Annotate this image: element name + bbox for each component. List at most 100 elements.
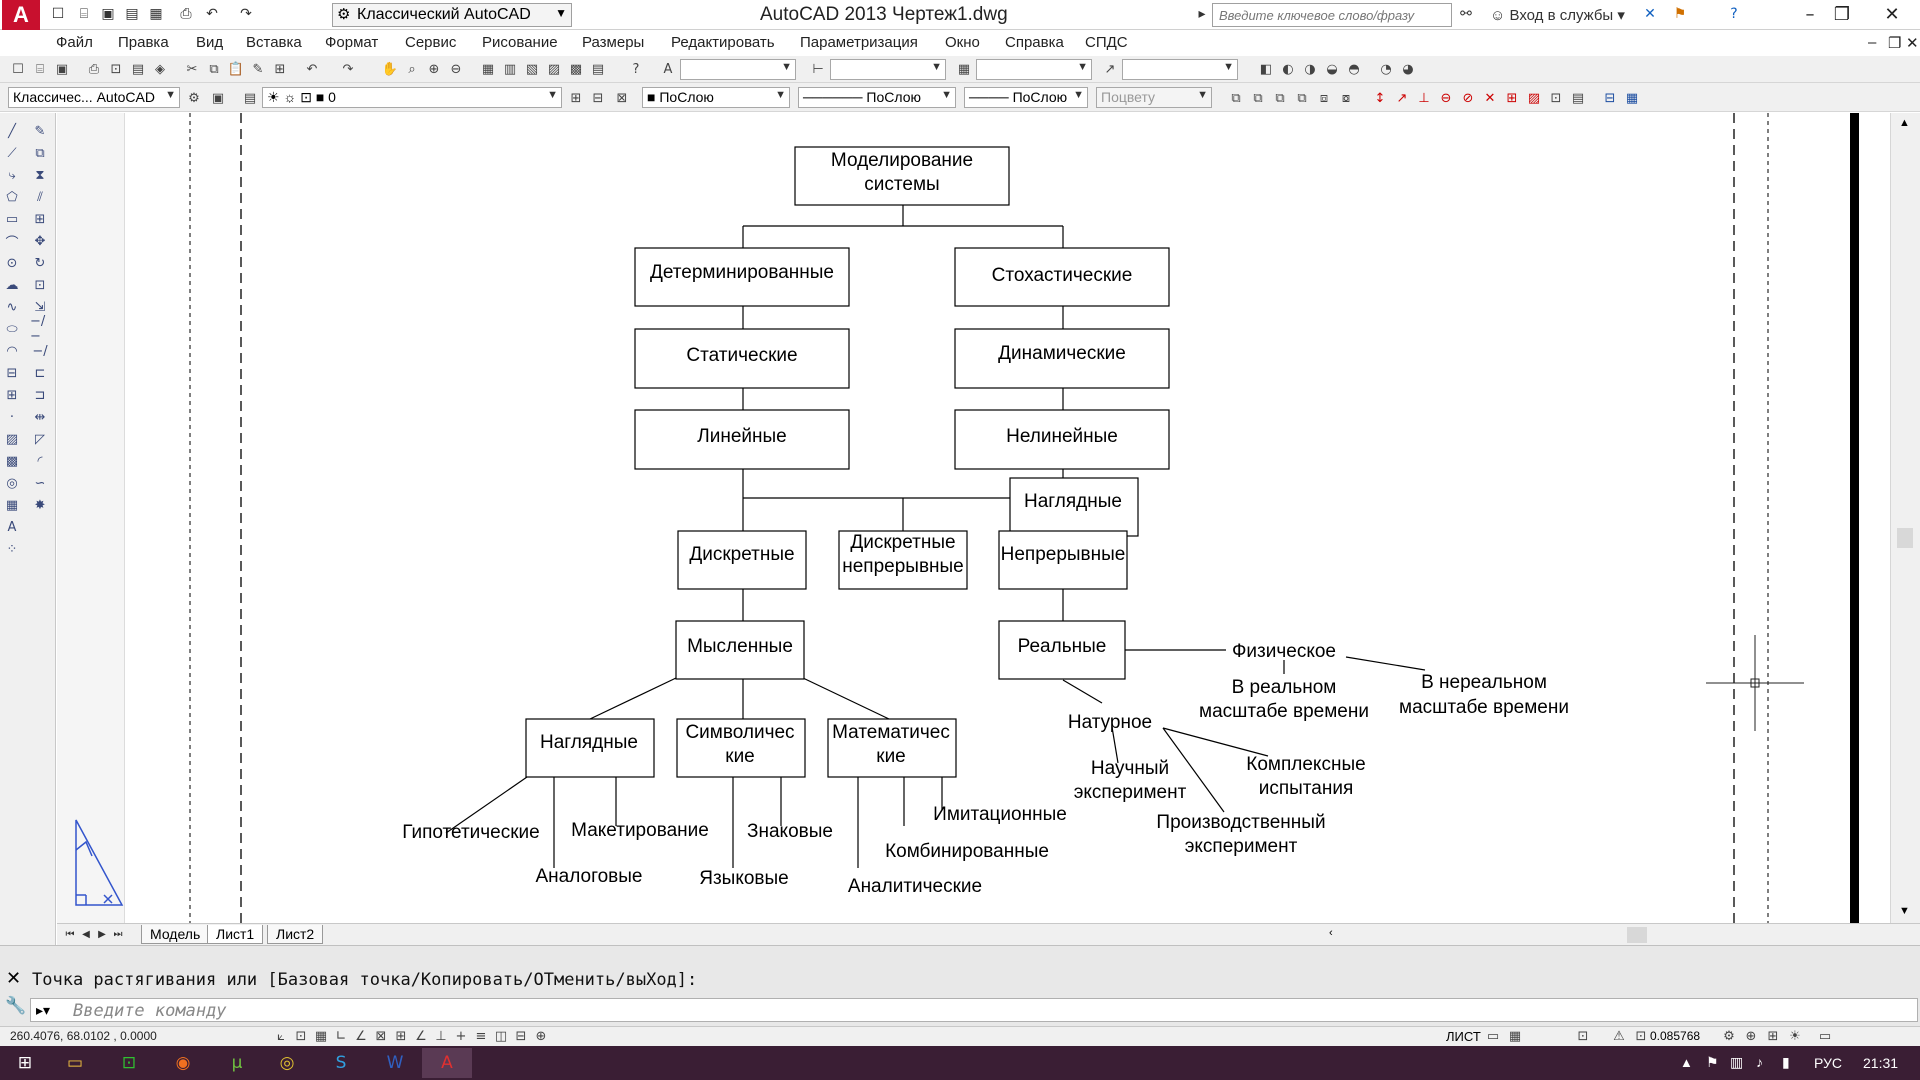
close-command-icon[interactable]: ✕ <box>6 968 22 989</box>
layer-properties-icon[interactable]: ▤ <box>243 90 257 106</box>
node-box-root[interactable] <box>794 146 1010 206</box>
workspace-settings-icon[interactable]: ⚙ <box>188 90 200 106</box>
toolbar-lock-icon[interactable]: ⊕ <box>1745 1028 1757 1044</box>
prev-tab-icon[interactable]: ◀ <box>82 928 90 940</box>
node-box-stoch[interactable] <box>954 247 1170 307</box>
battery-icon[interactable]: ▮ <box>1782 1054 1790 1070</box>
help-icon[interactable]: ? <box>632 61 640 77</box>
language-indicator[interactable]: РУС <box>1814 1055 1843 1071</box>
break-icon[interactable]: ⊐ <box>34 387 46 403</box>
node-box-visual[interactable] <box>525 718 655 778</box>
spds-tool-1-icon[interactable]: ↕ <box>1374 90 1386 106</box>
clean-screen-icon[interactable]: ▭ <box>1818 1028 1832 1044</box>
block-editor-icon[interactable]: ⊞ <box>274 61 286 77</box>
last-tab-icon[interactable]: ⏭ <box>113 928 123 940</box>
scroll-left-icon[interactable]: ‹ <box>1329 927 1333 939</box>
save-icon[interactable]: ▣ <box>55 61 69 77</box>
network-icon[interactable]: ▥ <box>1730 1054 1744 1070</box>
menu-format[interactable]: Формат <box>325 34 379 51</box>
object-snap-icon[interactable]: ⊠ <box>375 1028 387 1044</box>
chamfer-icon[interactable]: ◸ <box>35 431 45 447</box>
color-select[interactable]: ■ ПоСлою▼ <box>642 87 790 108</box>
table-style-select[interactable]: ▼ <box>976 59 1092 80</box>
gradient-icon[interactable]: ▩ <box>5 453 19 469</box>
layer-state-icon[interactable]: ⊠ <box>616 90 628 106</box>
draw-order-back-icon[interactable]: ⧉ <box>1253 90 1263 106</box>
rectangle-icon[interactable]: ▭ <box>5 211 19 227</box>
node-box-symbolic[interactable] <box>676 718 806 778</box>
properties-icon[interactable]: ▦ <box>481 61 495 77</box>
exchange-icon[interactable]: ✕ <box>1644 6 1656 22</box>
scale-icon[interactable]: ⊡ <box>34 277 46 293</box>
erase-icon[interactable]: ✎ <box>34 123 46 139</box>
transparency-icon[interactable]: ◫ <box>494 1028 508 1044</box>
calculator-icon[interactable]: ▤ <box>591 61 605 77</box>
ellipse-icon[interactable]: ⬭ <box>6 321 18 337</box>
insert-block-icon[interactable]: ⊟ <box>6 365 18 381</box>
redo-icon[interactable]: ↷ <box>342 61 354 77</box>
restore-button[interactable]: ❐ <box>1833 3 1851 25</box>
add-selected-icon[interactable]: ⁘ <box>6 541 18 557</box>
spds-tool-11-icon[interactable]: ⊟ <box>1604 90 1616 106</box>
open-icon[interactable]: ⌸ <box>36 61 44 77</box>
copy-object-icon[interactable]: ⧉ <box>35 145 45 161</box>
construction-line-icon[interactable]: ⟋ <box>7 145 17 161</box>
flag-icon[interactable]: ⚑ <box>1706 1054 1719 1070</box>
mleader-style-select[interactable]: ▼ <box>1122 59 1238 80</box>
visual-style-4-icon[interactable]: ◒ <box>1326 61 1338 77</box>
quick-view-layouts-icon[interactable]: ▭ <box>1486 1028 1500 1044</box>
draw-order-above-icon[interactable]: ⧉ <box>1275 90 1285 106</box>
menu-tools[interactable]: Сервис <box>405 34 457 51</box>
layer-select[interactable]: ☀ ☼ ⊡ ■ 0▼ <box>262 87 562 108</box>
move-icon[interactable]: ✥ <box>34 233 46 249</box>
node-box-mental[interactable] <box>675 620 805 680</box>
join-icon[interactable]: ⇹ <box>34 409 46 425</box>
offset-icon[interactable]: ⫽ <box>37 189 43 205</box>
cut-icon[interactable]: ✂ <box>186 61 198 77</box>
workspace-select[interactable]: ⚙ Классический AutoCAD ▼ <box>332 3 572 27</box>
spds-tool-8-icon[interactable]: ▨ <box>1527 90 1541 106</box>
doc-minimize-button[interactable]: – <box>1868 34 1877 51</box>
search-input[interactable]: Введите ключевое слово/фразу <box>1212 3 1452 27</box>
otrack-icon[interactable]: ∠ <box>415 1028 427 1044</box>
paste-icon[interactable]: 📋 <box>227 61 245 77</box>
quick-view-drawings-icon[interactable]: ▦ <box>1508 1028 1522 1044</box>
text-front-icon[interactable]: ⧈ <box>1319 90 1329 106</box>
clock[interactable]: 21:31 <box>1863 1055 1899 1071</box>
help-icon[interactable]: ? <box>1730 6 1738 22</box>
copy-icon[interactable]: ⧉ <box>209 61 219 77</box>
node-box-static[interactable] <box>634 328 850 389</box>
hatch-icon[interactable]: ▨ <box>5 431 19 447</box>
autocad-logo-icon[interactable]: A <box>2 0 40 30</box>
rotate-icon[interactable]: ↻ <box>34 255 46 271</box>
extend-icon[interactable]: −/ <box>32 343 48 359</box>
vertical-scrollbar[interactable]: ▲ ▼ <box>1890 113 1920 923</box>
first-tab-icon[interactable]: ⏮ <box>65 928 75 940</box>
workspace-switch-icon[interactable]: ⚙ <box>1723 1028 1735 1044</box>
menu-help[interactable]: Справка <box>1005 34 1064 51</box>
doc-restore-button[interactable]: ❐ <box>1888 35 1902 52</box>
file-explorer-icon[interactable]: ▭ <box>66 1053 84 1073</box>
annotation-visibility-icon[interactable]: ⚠ <box>1613 1028 1625 1044</box>
menu-spds[interactable]: СПДС <box>1085 34 1128 51</box>
space-indicator[interactable]: ЛИСТ <box>1446 1029 1481 1044</box>
snap-mode-icon[interactable]: ⊡ <box>295 1028 307 1044</box>
sheet-set-icon[interactable]: ▨ <box>547 61 561 77</box>
command-prompt-icon[interactable]: ▸▾ <box>36 1002 51 1018</box>
horizontal-scrollbar[interactable]: ‹ › <box>1327 927 1920 943</box>
stretch-icon[interactable]: ⇲ <box>34 299 46 315</box>
blend-curves-icon[interactable]: ∽ <box>34 475 46 491</box>
zoom-window-icon[interactable]: ⊕ <box>428 61 440 77</box>
annotation-scale-icon[interactable]: ⊡ <box>1635 1028 1647 1044</box>
dim-style-icon[interactable]: ⊢ <box>812 61 824 77</box>
windows-start-icon[interactable]: ⊞ <box>17 1053 33 1073</box>
publish-icon[interactable]: ▤ <box>131 61 145 77</box>
markup-icon[interactable]: ▩ <box>569 61 583 77</box>
node-box-determ[interactable] <box>634 247 850 307</box>
visual-style-1-icon[interactable]: ◧ <box>1259 61 1273 77</box>
table-icon[interactable]: ▦ <box>5 497 19 513</box>
make-block-icon[interactable]: ⊞ <box>6 387 18 403</box>
skype-icon[interactable]: S <box>335 1053 347 1073</box>
menu-dimension[interactable]: Размеры <box>582 34 645 51</box>
arc-icon[interactable]: ⌒ <box>5 235 19 251</box>
